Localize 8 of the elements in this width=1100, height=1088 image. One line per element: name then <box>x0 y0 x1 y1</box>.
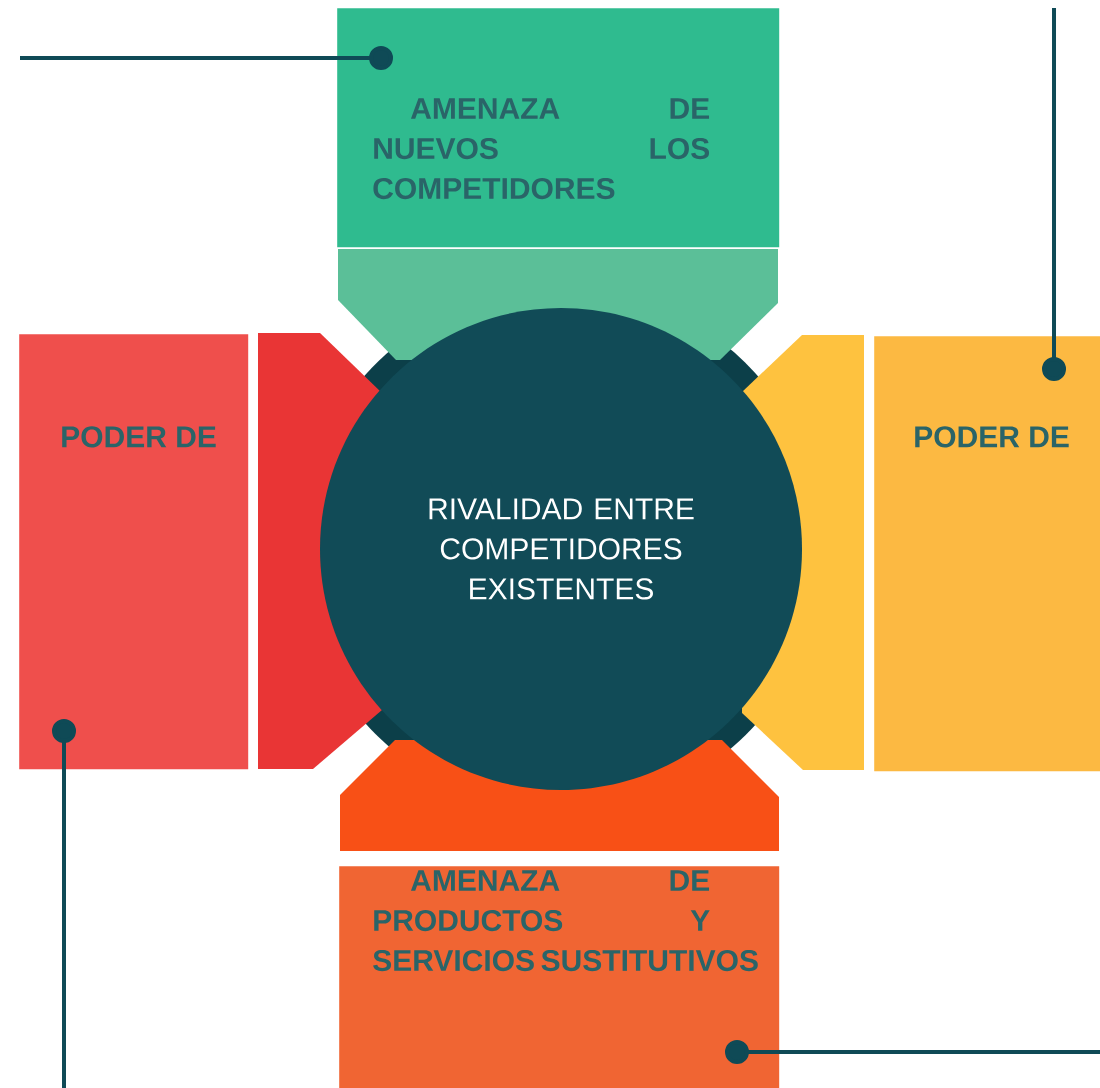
text-box: PODER DE <box>874 336 1100 772</box>
leader-line <box>1042 8 1066 381</box>
text-box: AMENAZA DE PRODUCTOS Y SERVICIOS SUSTITUTIVOS <box>339 866 780 1088</box>
leader-line <box>52 719 76 1088</box>
text-box: PODER DE <box>19 334 249 770</box>
text-box: AMENAZA DE NUEVOS LOS COMPETIDORES <box>337 8 780 248</box>
leader-line <box>20 46 393 70</box>
leader-line <box>725 1040 1100 1064</box>
